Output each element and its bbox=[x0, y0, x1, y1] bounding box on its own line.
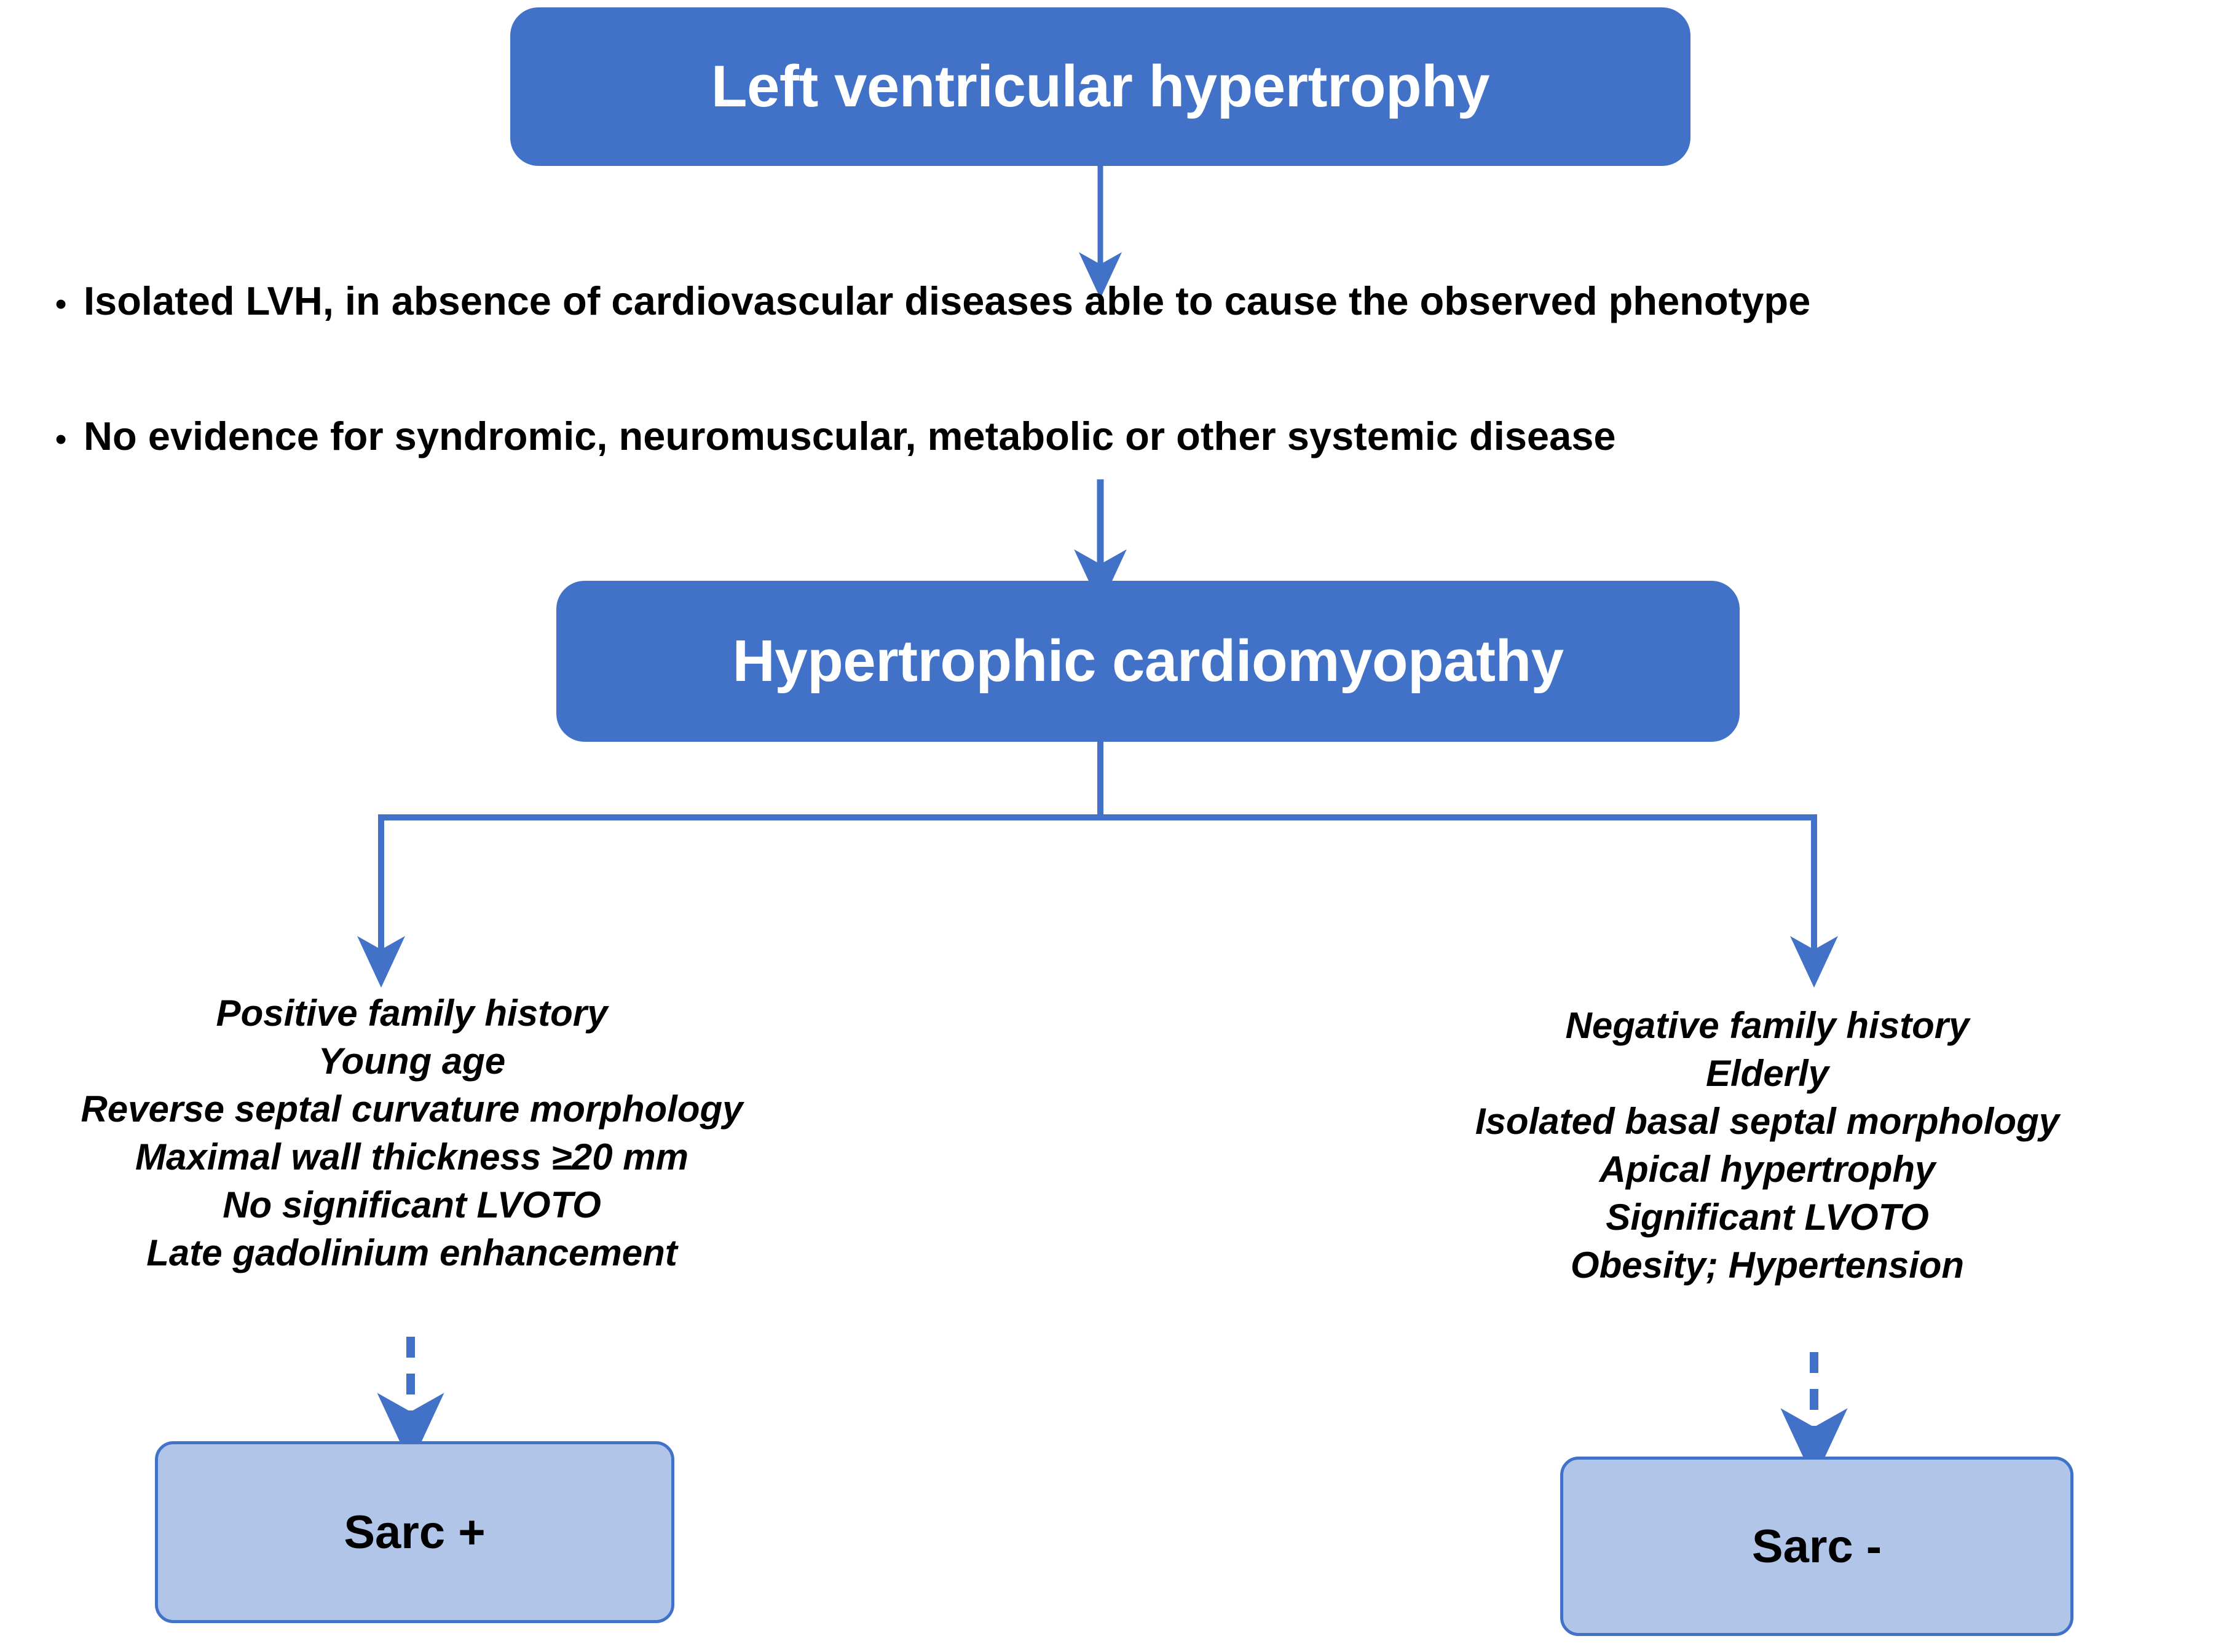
feature-left-6: Late gadolinium enhancement bbox=[146, 1232, 677, 1273]
feature-left-2: Young age bbox=[318, 1040, 506, 1082]
node-left-ventricular-hypertrophy[interactable]: Left ventricular hypertrophy bbox=[510, 7, 1690, 166]
feature-right-5: Significant LVOTO bbox=[1606, 1197, 1929, 1238]
feature-left-5: No significant LVOTO bbox=[223, 1184, 601, 1225]
feature-right-6: Obesity; Hypertension bbox=[1570, 1245, 1965, 1286]
feature-list-right: Negative family history Elderly Isolated… bbox=[1362, 1002, 2173, 1289]
feature-right-4: Apical hypertrophy bbox=[1599, 1149, 1936, 1190]
criteria-item-1: • Isolated LVH, in absence of cardiovascu… bbox=[55, 278, 2195, 324]
feature-right-1: Negative family history bbox=[1565, 1005, 1970, 1046]
criteria-text-2: No evidence for syndromic, neuromuscular… bbox=[84, 414, 1616, 458]
feature-left-1: Positive family history bbox=[216, 993, 608, 1034]
feature-left-4: Maximal wall thickness ≥20 mm bbox=[135, 1136, 688, 1178]
feature-left-3: Reverse septal curvature morphology bbox=[81, 1088, 743, 1130]
node-hypertrophic-cardiomyopathy[interactable]: Hypertrophic cardiomyopathy bbox=[556, 581, 1740, 742]
feature-right-2: Elderly bbox=[1705, 1053, 1829, 1094]
bullet-icon: • bbox=[55, 286, 67, 322]
bullet-icon: • bbox=[55, 421, 67, 457]
feature-right-3: Isolated basal septal morphology bbox=[1475, 1101, 2060, 1142]
feature-list-left: Positive family history Young age Revers… bbox=[18, 989, 805, 1277]
criteria-text-1: Isolated LVH, in absence of cardiovascul… bbox=[84, 278, 1811, 323]
node-sarc-negative[interactable]: Sarc - bbox=[1560, 1457, 2073, 1636]
criteria-item-2: • No evidence for syndromic, neuromuscula… bbox=[55, 413, 2195, 459]
node-sarc-positive[interactable]: Sarc + bbox=[155, 1441, 674, 1623]
